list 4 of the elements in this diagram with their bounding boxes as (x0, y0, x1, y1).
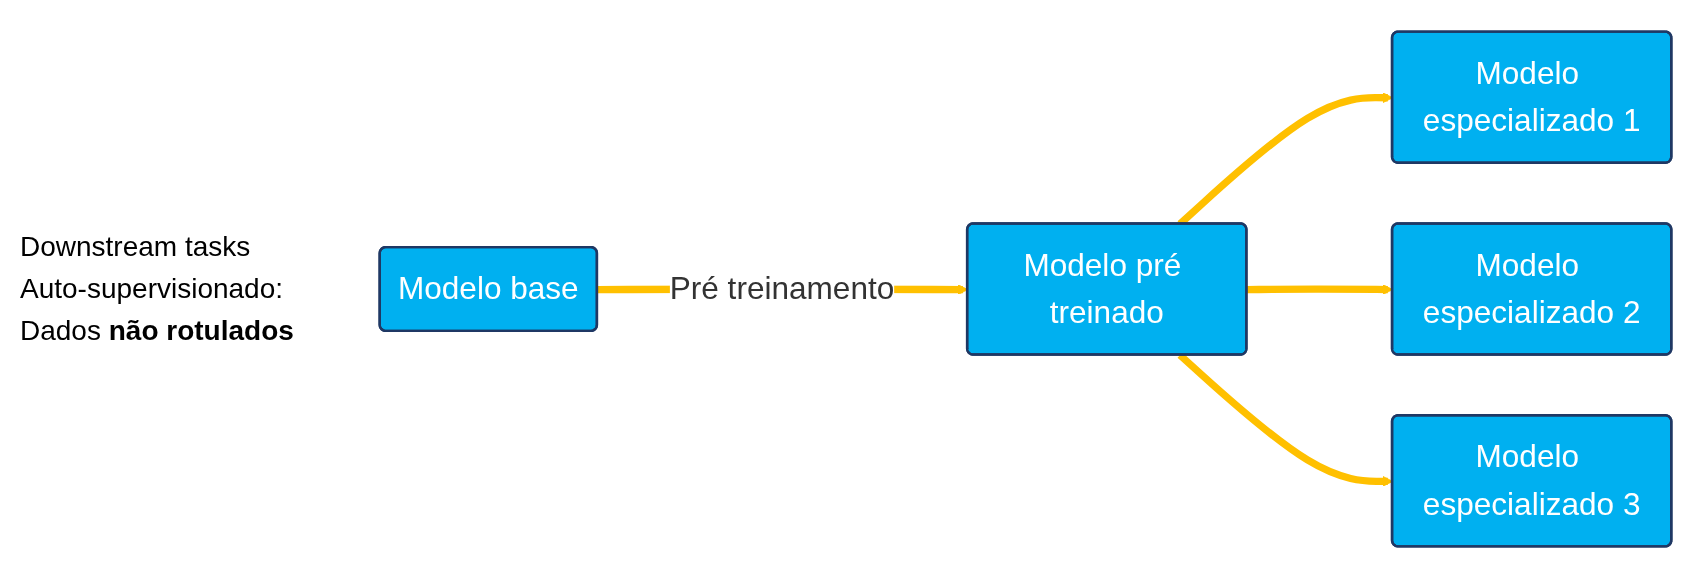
note-text: Dados não rotulados (20, 315, 295, 347)
note-text: Auto-supervisionado: (20, 273, 285, 305)
note-text: Downstream tasks (20, 231, 252, 263)
edge-label: Pré treinamento (669, 270, 895, 307)
